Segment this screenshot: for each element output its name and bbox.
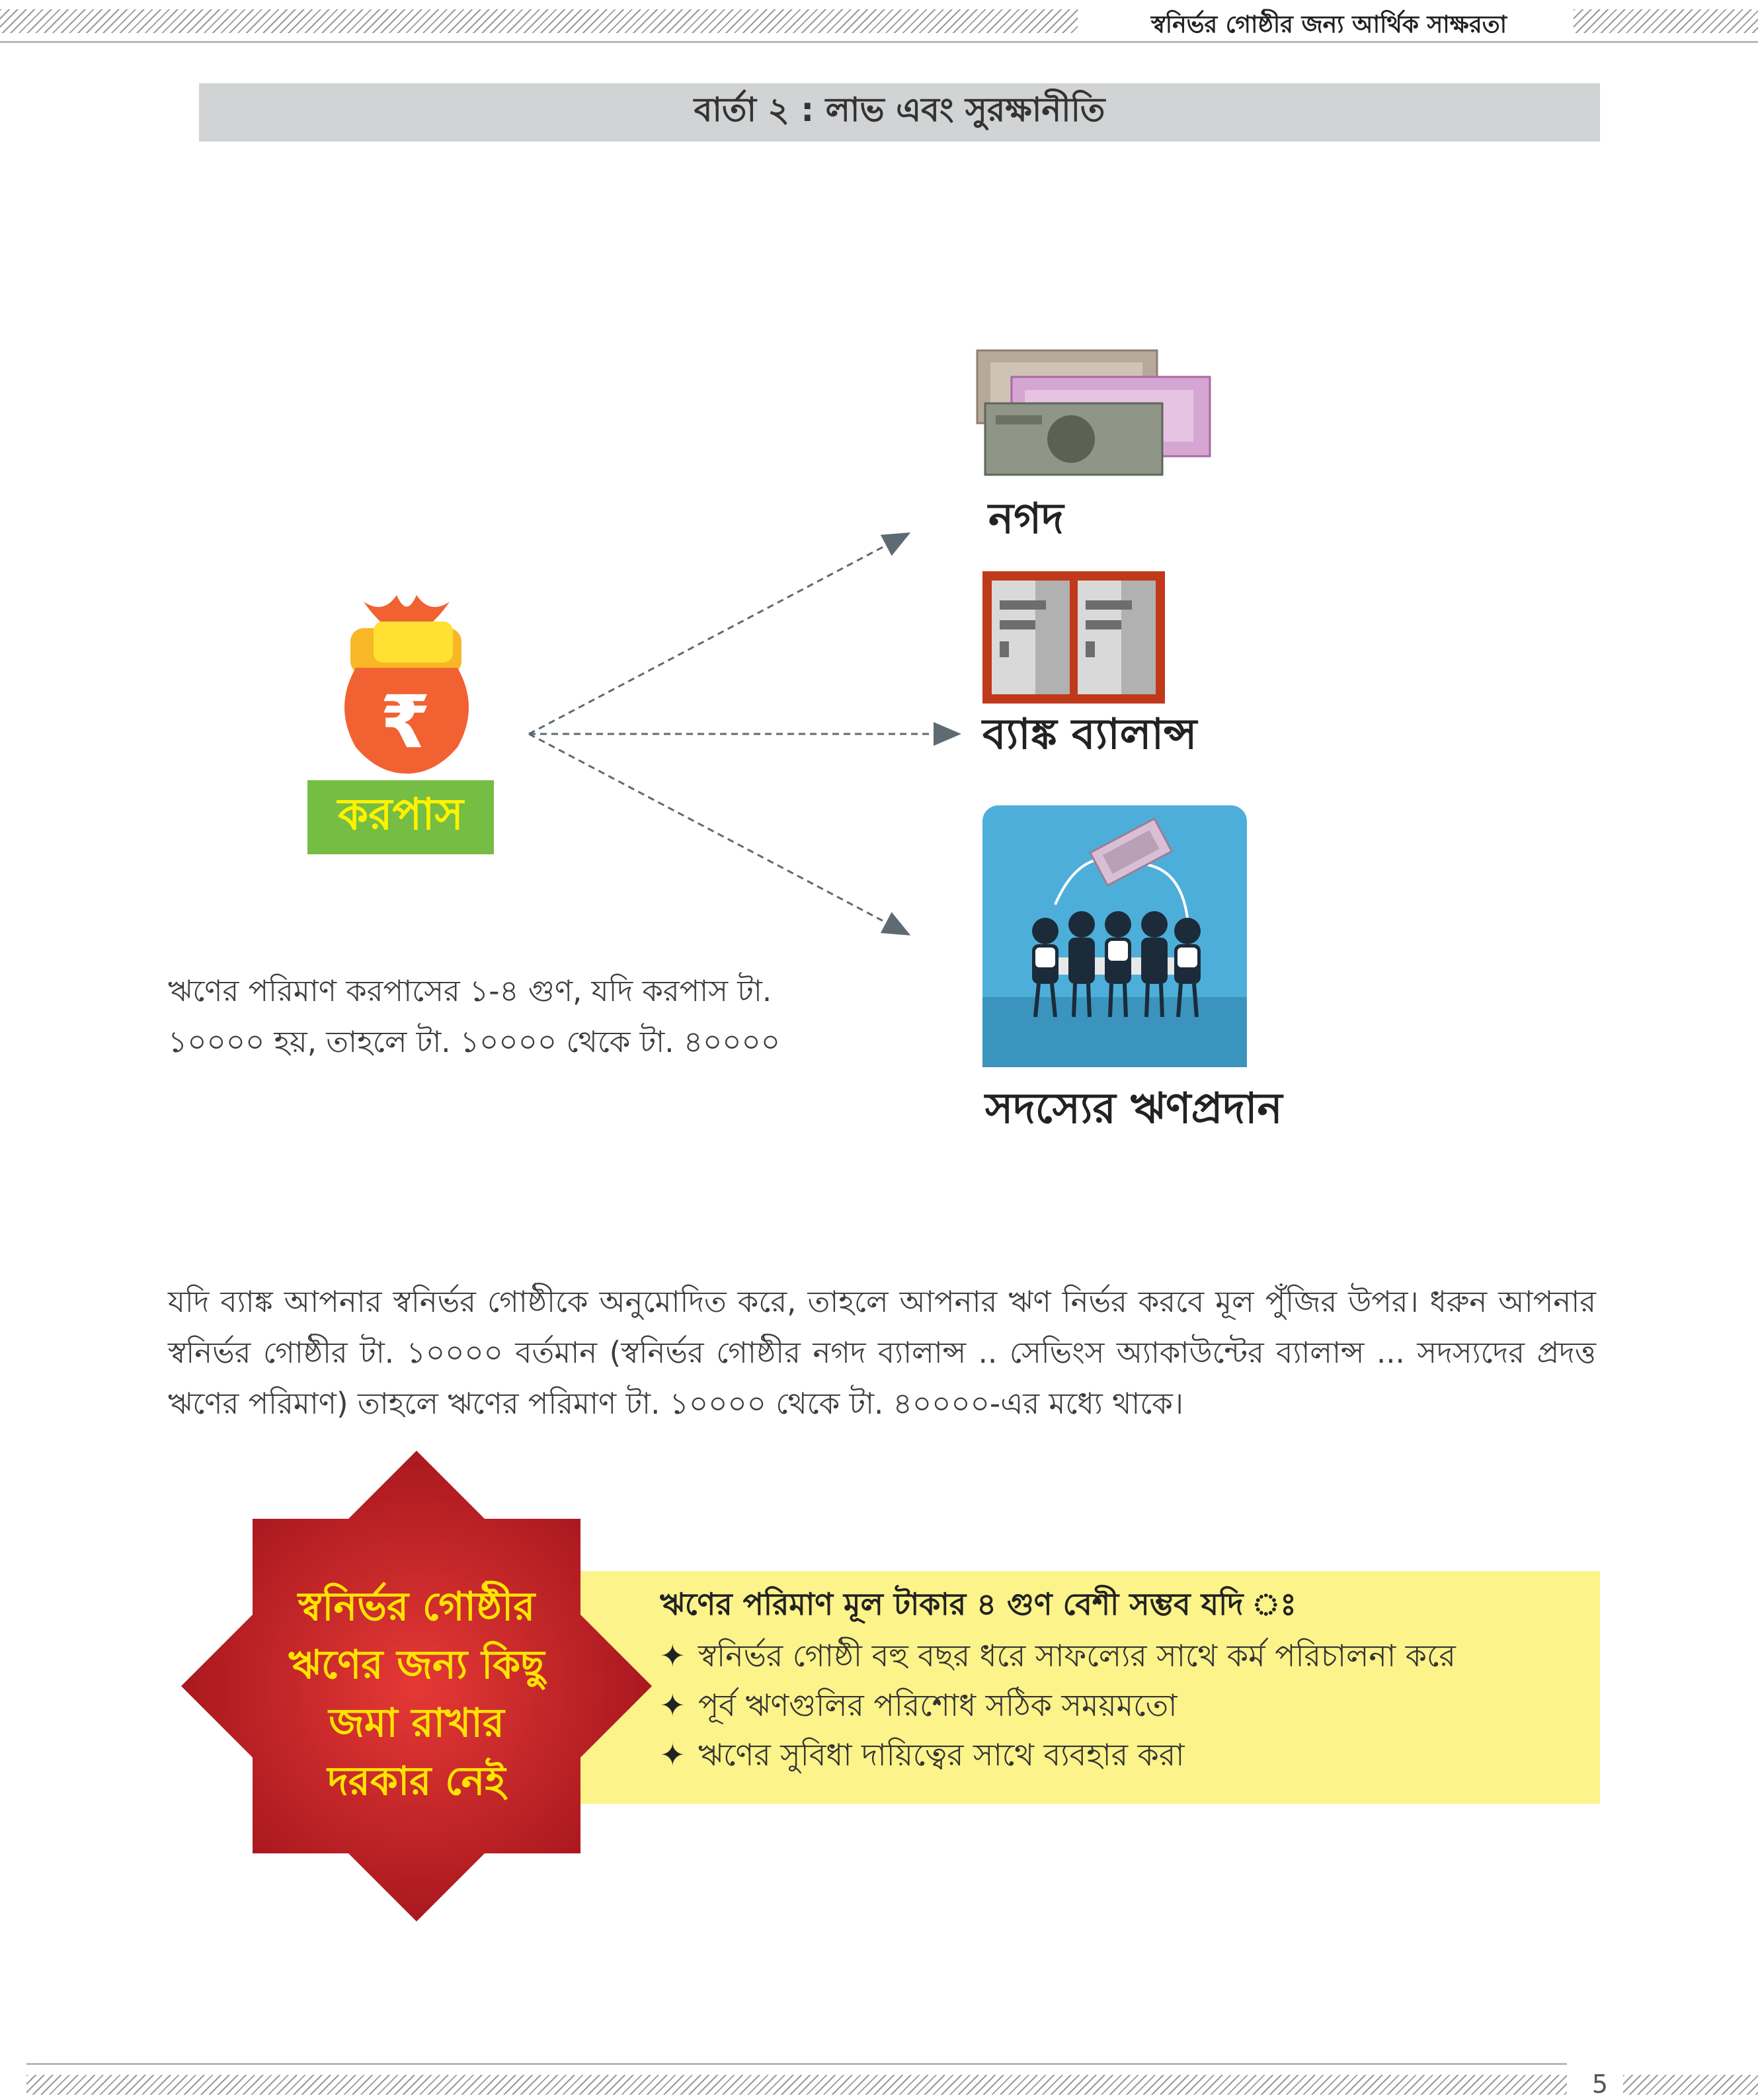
main-paragraph: যদি ব্যাঙ্ক আপনার স্বনির্ভর গোষ্ঠীকে অনু… bbox=[168, 1284, 1596, 1421]
star-callout-line: জমা রাখার bbox=[329, 1700, 504, 1746]
bank-passbook-icon bbox=[982, 571, 1165, 704]
svg-text:₹: ₹ bbox=[380, 680, 431, 764]
conditions-item: ✦ পূর্ব ঋণগুলির পরিশোধ সঠিক সময়মতো bbox=[660, 1683, 1177, 1733]
header-hatch-left bbox=[0, 9, 1078, 33]
cash-notes-icon bbox=[976, 349, 1211, 476]
conditions-item-text: পূর্ব ঋণগুলির পরিশোধ সঠিক সময়মতো bbox=[698, 1687, 1178, 1723]
star-bullet-icon: ✦ bbox=[660, 1687, 686, 1723]
conditions-item-text: স্বনির্ভর গোষ্ঠী বহু বছর ধরে সাফল্যের সা… bbox=[698, 1638, 1456, 1674]
loan-note: ঋণের পরিমাণ করপাসের ১-৪ গুণ, যদি করপাস ট… bbox=[168, 965, 902, 1067]
red-starburst-shape bbox=[181, 1451, 652, 1921]
target-label-lending: সদস্যের ঋণপ্রদান bbox=[985, 1084, 1283, 1133]
arrow-to-lending bbox=[528, 733, 911, 936]
page-number: 5 bbox=[1591, 2070, 1609, 2099]
conditions-item: ✦ স্বনির্ভর গোষ্ঠী বহু বছর ধরে সাফল্যের স… bbox=[660, 1633, 1456, 1683]
flow-arrows bbox=[528, 532, 961, 936]
corpus-label: করপাস bbox=[307, 780, 494, 854]
section-banner: বার্তা ২ : লাভ এবং সুরক্ষানীতি bbox=[199, 83, 1600, 141]
conditions-box bbox=[542, 1571, 1600, 1804]
target-label-cash: নগদ bbox=[988, 495, 1064, 544]
star-callout-line: ঋণের জন্য কিছু bbox=[288, 1642, 545, 1688]
loan-note-line: ১০০০০ হয়, তাহলে টা. ১০০০০ থেকে টা. ৪০০০… bbox=[168, 1024, 781, 1059]
target-label-bank: ব্যাঙ্ক ব্যালান্স bbox=[982, 710, 1197, 759]
conditions-item-text: ঋণের সুবিধা দায়িত্বের সাথে ব্যবহার করা bbox=[698, 1737, 1185, 1773]
arrow-to-cash bbox=[528, 532, 911, 735]
header-rule bbox=[0, 41, 1758, 43]
loan-note-line: ঋণের পরিমাণ করপাসের ১-৪ গুণ, যদি করপাস ট… bbox=[168, 973, 772, 1008]
header-hatch-right bbox=[1574, 9, 1758, 33]
conditions-title: ঋণের পরিমাণ মূল টাকার ৪ গুণ বেশী সম্ভব য… bbox=[660, 1586, 1297, 1622]
footer-hatch-right bbox=[1623, 2075, 1758, 2095]
money-bag-icon: ₹ bbox=[344, 595, 469, 774]
conditions-item: ✦ ঋণের সুবিধা দায়িত্বের সাথে ব্যবহার করা bbox=[660, 1732, 1184, 1783]
star-bullet-icon: ✦ bbox=[660, 1638, 686, 1674]
member-lending-icon bbox=[982, 805, 1247, 1067]
star-callout-line: স্বনির্ভর গোষ্ঠীর bbox=[298, 1584, 536, 1630]
star-callout-text: স্বনির্ভর গোষ্ঠীর ঋণের জন্য কিছু জমা রাখ… bbox=[251, 1578, 582, 1810]
footer-hatch-left bbox=[26, 2075, 1567, 2095]
star-bullet-icon: ✦ bbox=[660, 1737, 686, 1773]
running-header-title: স্বনির্ভর গোষ্ঠীর জন্য আর্থিক সাক্ষরতা bbox=[1150, 11, 1507, 38]
footer-rule bbox=[26, 2063, 1567, 2065]
star-callout-line: দরকার নেই bbox=[327, 1758, 506, 1804]
